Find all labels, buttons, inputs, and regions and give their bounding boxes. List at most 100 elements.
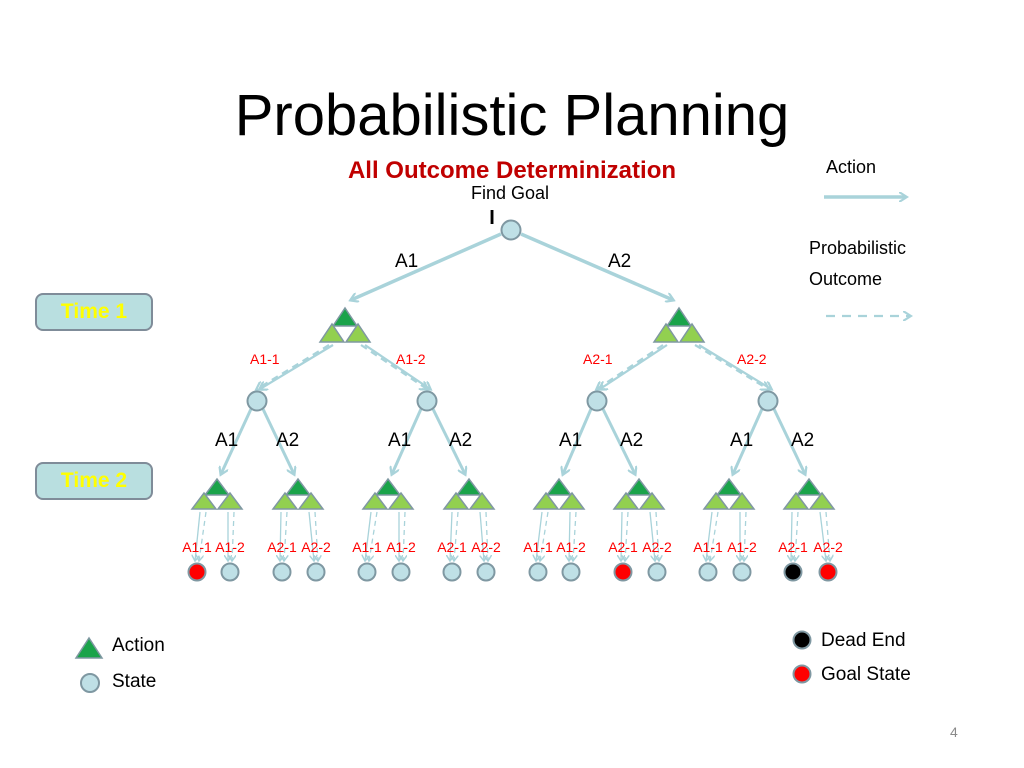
action-icon [216, 491, 244, 510]
outcome-edge-dashed [744, 511, 746, 561]
action-cluster [612, 477, 666, 510]
action-cluster [361, 477, 415, 510]
outcome-edge [621, 511, 622, 561]
level2-action-label: A1 [559, 430, 582, 451]
action-icon [638, 491, 666, 510]
action-icon [678, 322, 706, 343]
outcome-edge-dashed [625, 511, 628, 561]
leaf-outcome-label: A2-2 [301, 539, 331, 555]
outcome-edge-dashed [825, 511, 830, 561]
action-cluster [190, 477, 244, 510]
action-icon [284, 477, 312, 496]
leaf-outcome-label: A2-1 [437, 539, 467, 555]
action-icon [442, 491, 470, 510]
page-number: 4 [950, 724, 958, 740]
action-icon [612, 491, 640, 510]
outcome-edge-dashed [232, 511, 234, 561]
outcome-edge [364, 344, 430, 389]
action-edge [520, 232, 673, 300]
level2-action-label: A2 [276, 430, 299, 451]
leaf-outcome-label: A1-1 [523, 539, 553, 555]
state-node [246, 390, 268, 412]
action-icon [715, 477, 743, 496]
outcome-edge [280, 511, 281, 561]
outcome-edge [600, 344, 668, 389]
action-cluster [271, 477, 325, 510]
legend-action-arrow-label: Action [826, 157, 876, 177]
time-2-label: Time 2 [35, 462, 153, 500]
outcome-edge-dashed [360, 344, 427, 389]
level2-action-label: A2 [791, 430, 814, 451]
action-edge [733, 408, 764, 474]
action-icon [545, 477, 573, 496]
legend-goal-state-label: Goal State [821, 664, 911, 685]
state-node [732, 562, 752, 582]
outcome-edge-dashed [795, 511, 798, 561]
leaf-outcome-label: A1-2 [556, 539, 586, 555]
outcome-edge [698, 344, 771, 389]
state-node [561, 562, 581, 582]
level2-action-label: A2 [449, 430, 472, 451]
outcome-edge [649, 511, 655, 561]
dead-end-node [783, 562, 803, 582]
outcome-edge [791, 511, 792, 561]
action-cluster [652, 306, 706, 343]
level2-action-label: A1 [388, 430, 411, 451]
action-edge [431, 408, 465, 474]
outcome-edge-dashed [486, 511, 488, 561]
action-icon [532, 491, 560, 510]
action-edge [351, 232, 502, 300]
outcome-edge [569, 511, 570, 561]
leaf-outcome-label: A1-1 [182, 539, 212, 555]
action-icon [795, 477, 823, 496]
outcome-edge-dashed [257, 344, 330, 389]
initial-state-marker: I [489, 207, 495, 229]
action-icon [190, 491, 218, 510]
legend-state-icon [80, 673, 100, 693]
action-icon [374, 477, 402, 496]
action-edge [261, 408, 294, 474]
action-icon [318, 322, 346, 343]
leaf-outcome-label: A1-1 [352, 539, 382, 555]
action-cluster [318, 306, 372, 343]
leaf-outcome-label: A1-2 [727, 539, 757, 555]
leaf-outcome-label: A2-1 [267, 539, 297, 555]
level1-outcome-label: A1-1 [250, 351, 280, 367]
goal-state-node [613, 562, 633, 582]
time-1-label: Time 1 [35, 293, 153, 331]
root-state-node [500, 219, 522, 241]
action-icon [468, 491, 496, 510]
action-edge [221, 408, 253, 474]
action-icon [652, 322, 680, 343]
leaf-outcome-label: A2-2 [642, 539, 672, 555]
leaf-outcome-label: A2-2 [813, 539, 843, 555]
outcome-edge [536, 511, 543, 561]
action-edge [563, 408, 593, 474]
root-label: Find Goal [471, 183, 549, 203]
legend-goal-state-icon [792, 664, 812, 684]
state-node [586, 390, 608, 412]
goal-state-node [818, 562, 838, 582]
action-icon [361, 491, 389, 510]
state-node [272, 562, 292, 582]
leaf-outcome-label: A2-1 [608, 539, 638, 555]
legend-state-label: State [112, 671, 156, 692]
state-node [647, 562, 667, 582]
outcome-edge-dashed [573, 511, 576, 561]
slide-subtitle: All Outcome Determinization [347, 157, 677, 184]
action-icon [558, 491, 586, 510]
action-icon [344, 322, 372, 343]
action-icon [271, 491, 299, 510]
leaf-outcome-label: A1-2 [386, 539, 416, 555]
outcome-edge [479, 511, 484, 561]
action-icon [808, 491, 836, 510]
outcome-edge [450, 511, 452, 561]
action-icon [203, 477, 231, 496]
outcome-edge [260, 344, 334, 389]
state-node [442, 562, 462, 582]
action-icon [665, 306, 693, 327]
outcome-edge [308, 511, 314, 561]
action-icon [387, 491, 415, 510]
action-icon [297, 491, 325, 510]
